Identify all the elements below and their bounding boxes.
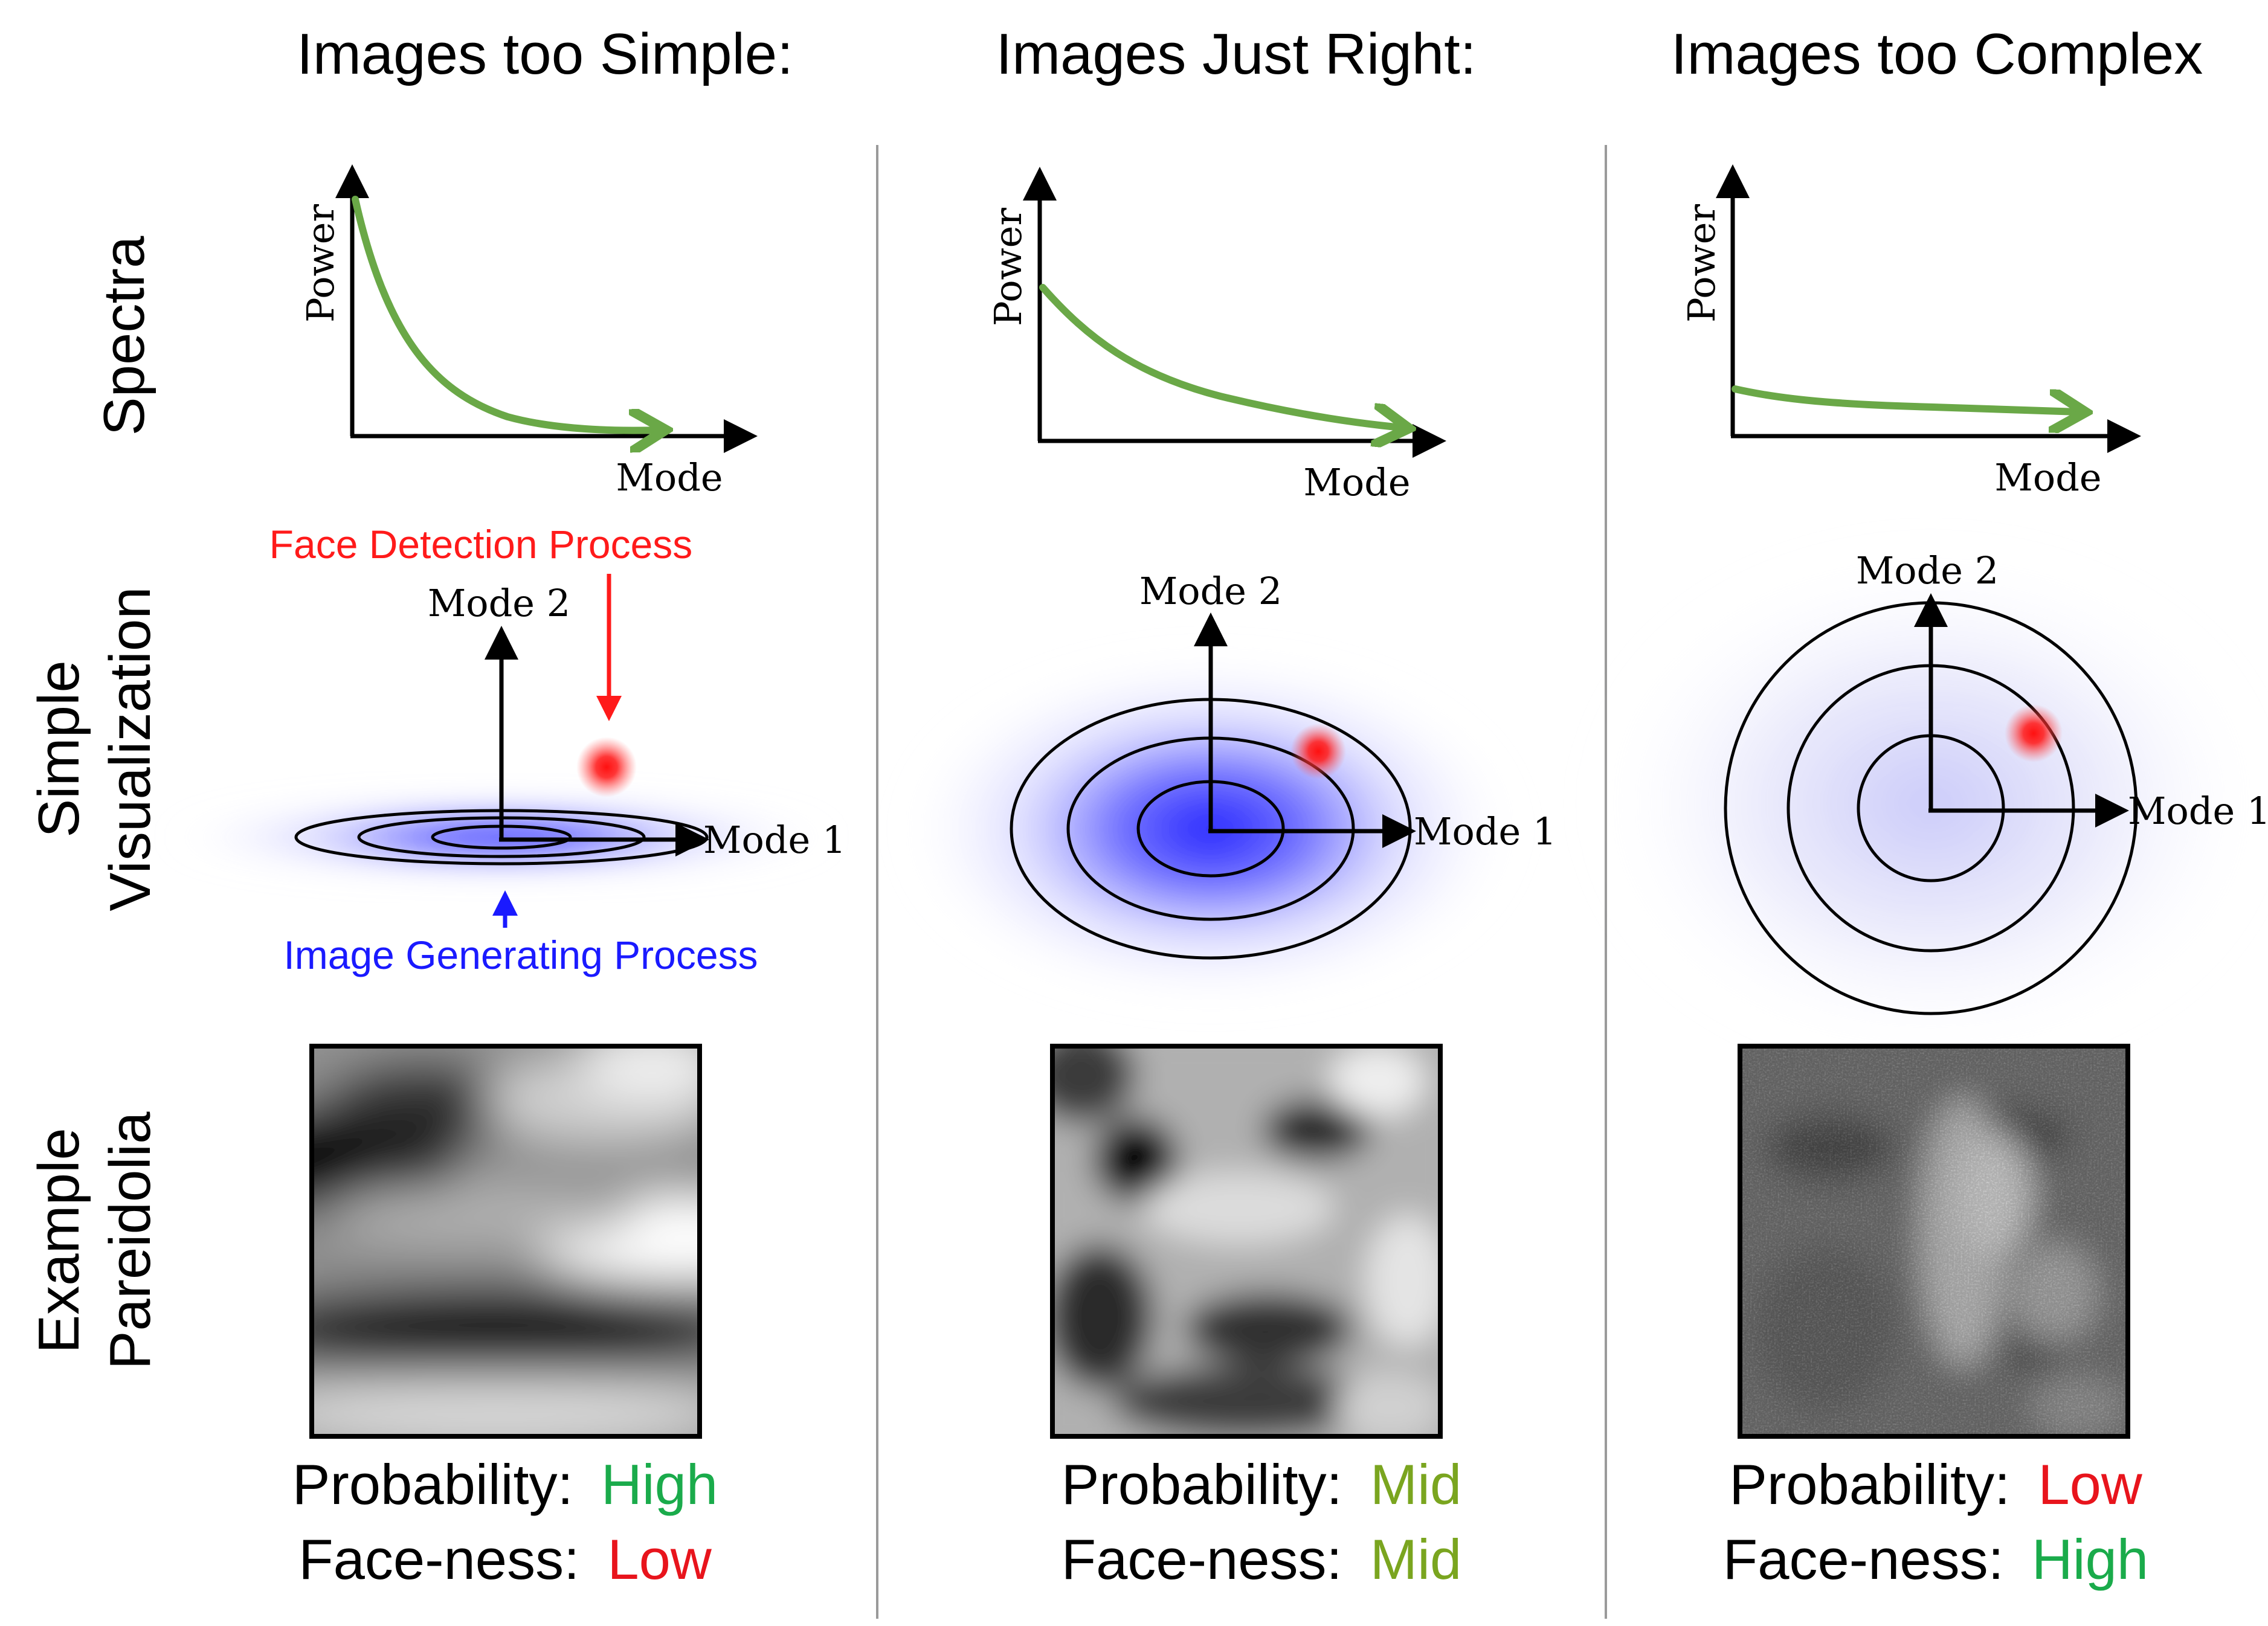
pareidolia-image-simple bbox=[312, 1046, 700, 1436]
probability-value-simple: High bbox=[601, 1453, 718, 1516]
visualization-just-right: Mode 2 Mode 1 bbox=[897, 569, 1556, 1010]
column-title-just-right: Images Just Right: bbox=[996, 22, 1477, 86]
faceness-value-simple: Low bbox=[607, 1528, 712, 1591]
faceness-label-simple: Face-ness: bbox=[298, 1528, 579, 1591]
faceness-label-just-right: Face-ness: bbox=[1062, 1528, 1342, 1591]
probability-label-simple: Probability: bbox=[292, 1453, 573, 1516]
mode1-label-just-right: Mode 1 bbox=[1414, 809, 1556, 853]
spectrum-simple: Power Mode bbox=[298, 164, 758, 500]
spectrum-complex-ylabel: Power bbox=[1680, 204, 1724, 323]
row-label-visualization-line2: Visualization bbox=[98, 586, 163, 911]
pareidolia-frame-complex bbox=[1738, 1044, 2130, 1439]
spectrum-just-right: Power Mode bbox=[986, 167, 1446, 504]
probability-value-complex: Low bbox=[2038, 1453, 2143, 1516]
row-label-pareidolia-line1: Example bbox=[27, 1128, 91, 1354]
faceness-value-complex: High bbox=[2032, 1528, 2148, 1591]
image-generating-label: Image Generating Process bbox=[283, 933, 758, 977]
spectrum-just-right-ylabel: Power bbox=[986, 208, 1030, 326]
face-detection-dot-complex bbox=[2005, 704, 2063, 762]
faceness-line-just-right: Face-ness: Mid bbox=[1062, 1528, 1462, 1591]
face-detection-dot-just-right bbox=[1290, 724, 1346, 779]
result-complex: Probability: Low Face-ness: High bbox=[1723, 1453, 2148, 1591]
pareidolia-frame-just-right bbox=[1050, 1044, 1443, 1439]
faceness-label-complex: Face-ness: bbox=[1723, 1528, 2004, 1591]
face-detection-label: Face Detection Process bbox=[269, 522, 693, 567]
pareidolia-image-just-right bbox=[1052, 1046, 1440, 1436]
spectrum-complex: Power Mode bbox=[1680, 164, 2141, 500]
row-label-pareidolia: Example Pareidolia bbox=[27, 1111, 163, 1370]
probability-label-just-right: Probability: bbox=[1062, 1453, 1342, 1516]
visualization-simple: Mode 2 Mode 1 Face Detection Process Ima… bbox=[163, 522, 846, 977]
row-label-visualization-line1: Simple bbox=[27, 660, 91, 837]
probability-line-just-right: Probability: Mid bbox=[1062, 1453, 1462, 1516]
mode2-label-just-right: Mode 2 bbox=[1139, 569, 1282, 613]
spectrum-simple-xlabel: Mode bbox=[616, 455, 723, 500]
faceness-line-simple: Face-ness: Low bbox=[298, 1528, 712, 1591]
spectrum-simple-ylabel: Power bbox=[298, 204, 343, 323]
pareidolia-frame-simple bbox=[309, 1044, 702, 1439]
row-label-spectra: Spectra bbox=[92, 236, 156, 435]
mode2-label-simple: Mode 2 bbox=[428, 581, 570, 625]
row-label-pareidolia-line2: Pareidolia bbox=[98, 1111, 163, 1370]
result-simple: Probability: High Face-ness: Low bbox=[292, 1453, 718, 1591]
visualization-complex: Mode 2 Mode 1 bbox=[1593, 548, 2268, 1057]
probability-label-complex: Probability: bbox=[1729, 1453, 2010, 1516]
pareidolia-image-complex bbox=[1740, 1046, 2128, 1436]
spectrum-complex-curve bbox=[1732, 385, 2078, 412]
spectrum-complex-xlabel: Mode bbox=[1994, 455, 2101, 500]
spectrum-just-right-curve bbox=[1039, 284, 1402, 428]
probability-line-complex: Probability: Low bbox=[1729, 1453, 2143, 1516]
mode1-label-simple: Mode 1 bbox=[703, 818, 846, 862]
spectrum-just-right-xlabel: Mode bbox=[1303, 460, 1410, 504]
faceness-line-complex: Face-ness: High bbox=[1723, 1528, 2148, 1591]
probability-line-simple: Probability: High bbox=[292, 1453, 718, 1516]
column-title-simple: Images too Simple: bbox=[297, 22, 793, 86]
column-title-complex: Images too Complex bbox=[1671, 22, 2203, 86]
result-just-right: Probability: Mid Face-ness: Mid bbox=[1062, 1453, 1462, 1591]
mode1-label-complex: Mode 1 bbox=[2128, 789, 2268, 833]
mode2-label-complex: Mode 2 bbox=[1856, 548, 1999, 593]
spectrum-simple-curve bbox=[352, 196, 659, 431]
face-detection-dot-simple bbox=[576, 737, 637, 797]
probability-value-just-right: Mid bbox=[1370, 1453, 1461, 1516]
row-label-visualization: Simple Visualization bbox=[27, 586, 163, 911]
faceness-value-just-right: Mid bbox=[1370, 1528, 1461, 1591]
